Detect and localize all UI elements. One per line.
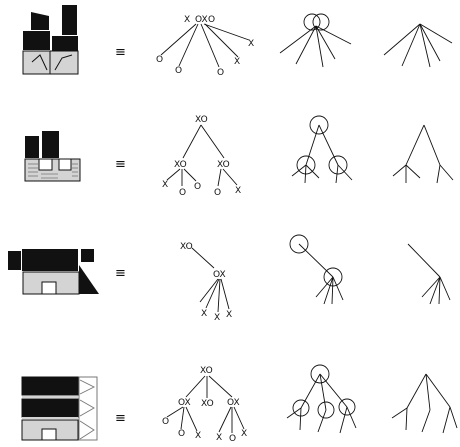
tree-edges	[160, 23, 250, 68]
tree-label: X	[226, 310, 232, 320]
skeleton-tree-2	[392, 124, 454, 184]
tree-label: OX	[195, 15, 208, 25]
chevron-marks	[79, 379, 96, 440]
labeled-tree-4: XO OX XO OX O O X X O X	[162, 366, 247, 444]
equivalence-symbol: ≡	[115, 45, 126, 60]
tree-label: XO	[180, 242, 193, 252]
ground-notch	[38, 158, 53, 171]
block	[21, 376, 79, 396]
node-circle	[310, 364, 330, 384]
shape-outline	[54, 54, 73, 71]
block	[42, 131, 59, 158]
wedge-block	[79, 265, 99, 294]
tree-label: X	[216, 433, 222, 443]
tree-label: OX	[178, 398, 191, 408]
block-picture-3	[8, 249, 99, 295]
row-4: ≡ XO OX XO OX O O X X O X	[21, 364, 458, 444]
tree-edges	[286, 373, 357, 434]
skeleton-tree-1	[383, 23, 453, 68]
block	[31, 12, 49, 30]
block	[81, 249, 94, 262]
tree-label: O	[178, 429, 185, 439]
tree-label: X	[241, 429, 247, 439]
node-circle	[303, 13, 321, 31]
circle-tree-2	[291, 115, 353, 184]
node-circle	[312, 13, 330, 31]
tree-label: XO	[201, 399, 214, 409]
equivalence-symbol: ≡	[115, 411, 126, 426]
node-circle	[317, 401, 335, 419]
block	[21, 398, 79, 418]
block	[52, 36, 78, 51]
side-column	[78, 376, 98, 441]
skeleton-tree-4	[391, 373, 458, 434]
block-picture-4	[21, 376, 98, 441]
block	[22, 249, 78, 271]
circle-tree-1	[279, 13, 352, 68]
node-circle	[338, 398, 356, 416]
shape-outline	[31, 54, 48, 71]
tree-label: X	[201, 309, 207, 319]
circle-tree-3	[289, 234, 344, 305]
block-picture-2	[24, 131, 81, 182]
tree-label: O	[194, 182, 201, 192]
ground-notch	[58, 158, 72, 171]
texture-lines	[28, 163, 78, 179]
tree-label: X	[234, 57, 240, 67]
skeleton-tree-3	[407, 243, 451, 305]
tree-edges	[166, 124, 238, 187]
tree-label: O	[208, 15, 215, 25]
node-circle	[309, 115, 329, 135]
tree-label: O	[175, 66, 182, 76]
node-circle	[328, 155, 348, 175]
tree-label: O	[156, 55, 163, 65]
tree-label: O	[162, 417, 169, 427]
tree-label: O	[214, 188, 221, 198]
node-circle	[289, 234, 309, 254]
ground-notch	[41, 281, 57, 295]
tree-label: XO	[195, 115, 208, 125]
ground-notch	[41, 428, 57, 441]
tree-label: X	[248, 39, 254, 49]
node-circle	[296, 155, 316, 175]
tree-label: XO	[200, 366, 213, 376]
tree-edges	[298, 243, 344, 305]
labeled-tree-2: XO XO XO X O O O X	[162, 115, 241, 198]
equivalence-symbol: ≡	[115, 266, 126, 281]
tree-label: XO	[174, 160, 187, 170]
tree-edges	[191, 247, 230, 313]
row-2: ≡ XO XO XO X O O O X	[24, 115, 454, 198]
tree-label: O	[179, 188, 186, 198]
tree-label: OX	[213, 270, 226, 280]
tree-label: X	[195, 431, 201, 441]
labeled-tree-1: X OX O O O O X X	[156, 15, 254, 78]
block-picture-1	[22, 5, 79, 75]
block	[62, 5, 77, 35]
tree-edges	[291, 124, 353, 184]
block	[25, 136, 39, 158]
labeled-tree-3: XO OX X X X	[180, 242, 232, 323]
tree-edges	[279, 25, 352, 68]
tree-label: X	[235, 186, 241, 196]
tree-label: O	[229, 434, 236, 444]
tree-label: X	[184, 15, 190, 25]
block	[23, 31, 50, 50]
tree-label: XO	[217, 160, 230, 170]
row-1: ≡ X OX O O O O X X	[22, 5, 453, 78]
equivalence-symbol: ≡	[115, 157, 126, 172]
tree-label: X	[162, 180, 168, 190]
tree-edges	[166, 375, 245, 433]
row-3: ≡ XO OX X X X	[8, 234, 451, 323]
tree-label: X	[214, 313, 220, 323]
circle-tree-4	[286, 364, 357, 434]
block	[8, 251, 21, 270]
tree-label: O	[217, 68, 224, 78]
tree-label: OX	[227, 398, 240, 408]
